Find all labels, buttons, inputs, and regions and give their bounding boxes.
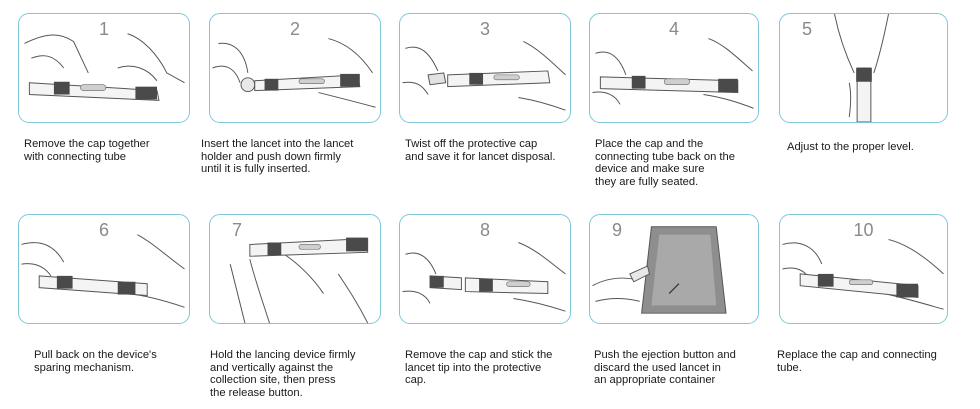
step-2-number: 2 [289, 19, 300, 39]
step-9-panel: 9 [589, 214, 759, 324]
step-10-illustration [782, 239, 944, 310]
step-1-caption: Remove the cap together with connecting … [24, 138, 150, 163]
step-10-panel: 10 [779, 214, 948, 324]
step-10-caption: Replace the cap and connecting tube. [777, 349, 937, 374]
step-4-panel: 4 [589, 13, 759, 123]
step-2-illustration [212, 38, 376, 108]
step-5-panel: 5 [779, 13, 948, 123]
step-1-panel: 1 [18, 13, 190, 123]
step-9-number: 9 [612, 220, 623, 240]
step-7-illustration [229, 237, 369, 323]
step-7-panel: 7 [209, 214, 381, 324]
step-7-caption: Hold the lancing device firmly and verti… [210, 349, 356, 399]
step-1-illustration [24, 33, 185, 101]
step-8-number: 8 [479, 220, 490, 240]
step-2-panel: 2 [209, 13, 381, 123]
step-7-number: 7 [232, 220, 243, 240]
step-5-number: 5 [802, 19, 813, 39]
step-6-panel: 6 [18, 214, 190, 324]
step-8-illustration [402, 242, 566, 312]
step-4-caption: Place the cap and the connecting tube ba… [595, 138, 735, 188]
step-4-number: 4 [668, 19, 679, 39]
step-8-panel: 8 [399, 214, 571, 324]
step-5-illustration [834, 14, 890, 122]
step-3-panel: 3 [399, 13, 571, 123]
step-9-caption: Push the ejection button and discard the… [594, 349, 736, 387]
step-2-caption: Insert the lancet into the lancet holder… [201, 138, 354, 176]
step-8-caption: Remove the cap and stick the lancet tip … [405, 349, 553, 387]
step-4-illustration [592, 38, 754, 109]
step-6-illustration [21, 234, 185, 308]
step-6-number: 6 [98, 220, 109, 240]
step-5-caption: Adjust to the proper level. [787, 141, 914, 153]
step-1-number: 1 [98, 19, 109, 39]
step-3-number: 3 [479, 19, 490, 39]
step-10-number: 10 [853, 220, 874, 240]
step-9-illustration [592, 226, 727, 314]
step-3-caption: Twist off the protective cap and save it… [405, 138, 556, 163]
step-3-illustration [402, 41, 566, 111]
step-6-caption: Pull back on the device's sparing mechan… [34, 349, 157, 374]
